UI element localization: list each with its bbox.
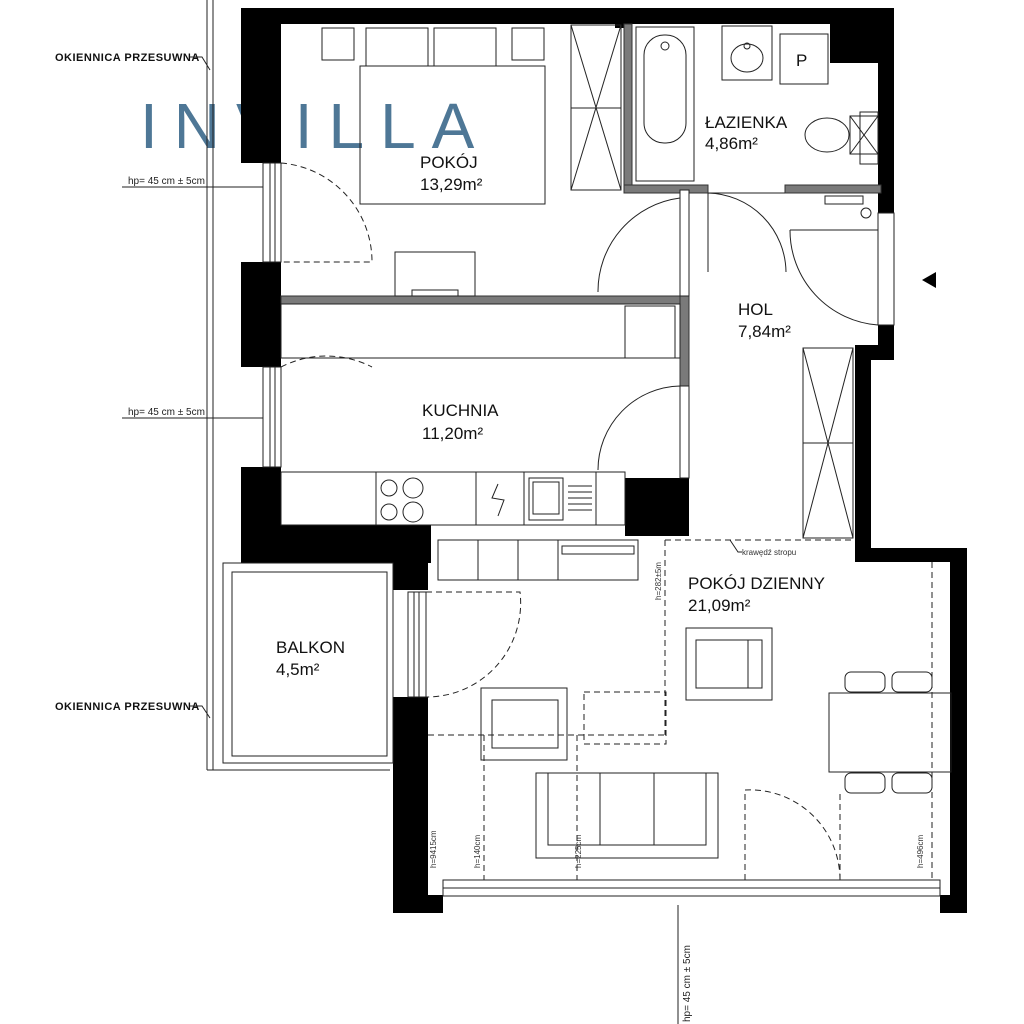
svg-text:OKIENNICA PRZESUWNA: OKIENNICA PRZESUWNA (55, 701, 200, 713)
hp-callout-kuchnia: hp= 45 cm ± 5cm (122, 407, 265, 419)
room-area-lazienka: 4,86m² (705, 134, 758, 153)
room-name-pokoj: POKÓJ (420, 153, 478, 172)
svg-text:h=225cm: h=225cm (574, 835, 583, 868)
dining-table (828, 671, 952, 794)
stove (380, 477, 424, 523)
label-hol: HOL 7,84m² (738, 300, 791, 341)
armchair-right (685, 627, 773, 701)
room-area-kuchnia: 11,20m² (422, 424, 483, 443)
room-area-hol: 7,84m² (738, 322, 791, 341)
label-lazienka: ŁAZIENKA 4,86m² (705, 113, 788, 153)
bathroom-radiator (824, 195, 872, 219)
wardrobe-pokoj (570, 24, 622, 191)
window-swings (280, 162, 522, 698)
living-cabinets (437, 539, 639, 581)
hp-callout-pokoj: hp= 45 cm ± 5cm (122, 176, 265, 188)
facade (206, 0, 390, 771)
balcony (222, 562, 394, 764)
partition-walls (280, 23, 882, 387)
logo: INVILLA (140, 81, 490, 162)
toilet (804, 115, 879, 155)
label-kuchnia: KUCHNIA 11,20m² (422, 401, 499, 443)
logo-text: INVILLA (140, 90, 490, 162)
sofa (535, 772, 719, 859)
room-name-balkon: BALKON (276, 638, 345, 657)
ceiling-edge-lines: krawędź stropu h=282±5m h=9415cm h=140cm… (428, 539, 933, 880)
svg-text:P: P (796, 51, 807, 70)
label-pokoj: POKÓJ 13,29m² (420, 153, 483, 194)
window-balkon-door (407, 591, 427, 698)
sink (721, 25, 773, 81)
dishwasher (491, 483, 505, 517)
window-pokoj (262, 162, 282, 263)
hp-callout-bottom: hp= 45 cm ± 5cm (677, 905, 693, 1024)
svg-text:OKIENNICA PRZESUWNA: OKIENNICA PRZESUWNA (55, 52, 200, 64)
label-balkon: BALKON 4,5m² (276, 638, 345, 679)
room-area-pokoj: 13,29m² (420, 175, 483, 194)
svg-text:h=140cm: h=140cm (473, 835, 482, 868)
entrance-arrow-icon (922, 272, 936, 288)
svg-text:hp= 45 cm ± 5cm: hp= 45 cm ± 5cm (128, 176, 205, 187)
svg-text:hp= 45 cm ± 5cm: hp= 45 cm ± 5cm (682, 945, 693, 1022)
room-name-hol: HOL (738, 300, 773, 319)
bed (321, 27, 546, 205)
desk-pokoj (394, 251, 476, 297)
wardrobe-hol (802, 347, 854, 539)
room-area-pokoj-dzienny: 21,09m² (688, 596, 751, 615)
room-name-lazienka: ŁAZIENKA (705, 113, 788, 132)
room-name-kuchnia: KUCHNIA (422, 401, 499, 420)
window-kuchnia (262, 366, 282, 468)
washer: P (779, 33, 829, 85)
label-pokoj-dzienny: POKÓJ DZIENNY 21,09m² (688, 574, 825, 615)
window-bottom (442, 879, 941, 897)
bathtub (635, 26, 695, 182)
shutter-callout-bottom: OKIENNICA PRZESUWNA (55, 701, 211, 719)
svg-text:h=282±5m: h=282±5m (654, 562, 663, 600)
svg-text:krawędź stropu: krawędź stropu (742, 548, 796, 557)
svg-text:h=496cm: h=496cm (916, 835, 925, 868)
kitchen-sink (528, 477, 592, 521)
outer-walls (241, 8, 967, 913)
room-area-balkon: 4,5m² (276, 660, 320, 679)
svg-text:h=9415cm: h=9415cm (429, 830, 438, 868)
svg-text:hp= 45 cm ± 5cm: hp= 45 cm ± 5cm (128, 407, 205, 418)
armchair-left (480, 687, 568, 761)
kitchen-upper (280, 303, 681, 359)
doors (597, 189, 895, 881)
room-name-pokoj-dzienny: POKÓJ DZIENNY (688, 574, 825, 593)
kitchen-counter (280, 471, 626, 526)
coffee-table (583, 691, 667, 745)
shutter-callout-top: OKIENNICA PRZESUWNA (55, 52, 211, 71)
